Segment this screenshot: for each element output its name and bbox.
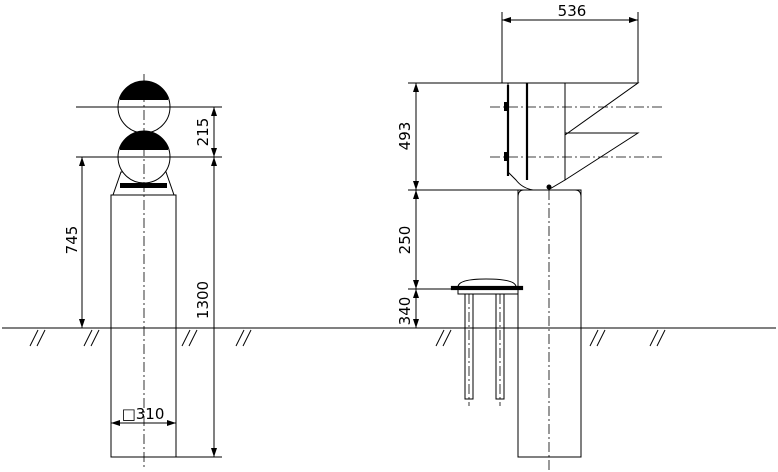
dim-width-top: 536 [558,2,587,20]
dim-pole-depth: 1300 [194,281,212,319]
front-view: 215 745 1300 □310 [63,74,222,470]
ground-unit [450,278,524,406]
side-view: 536 493 250 340 [396,2,662,470]
dim-pole-gap: 250 [396,226,414,255]
ground-line [2,327,776,347]
dim-lamp-height: 745 [63,226,81,255]
signal-head [507,82,566,191]
dim-signal-height: 493 [396,122,414,151]
visor-lower [564,132,640,181]
dim-base-height: 340 [396,297,414,326]
dim-lamp-spacing: 215 [194,118,212,147]
pole-side [517,189,582,458]
visor-upper [564,82,640,136]
dim-pole-section: □310 [122,405,165,423]
